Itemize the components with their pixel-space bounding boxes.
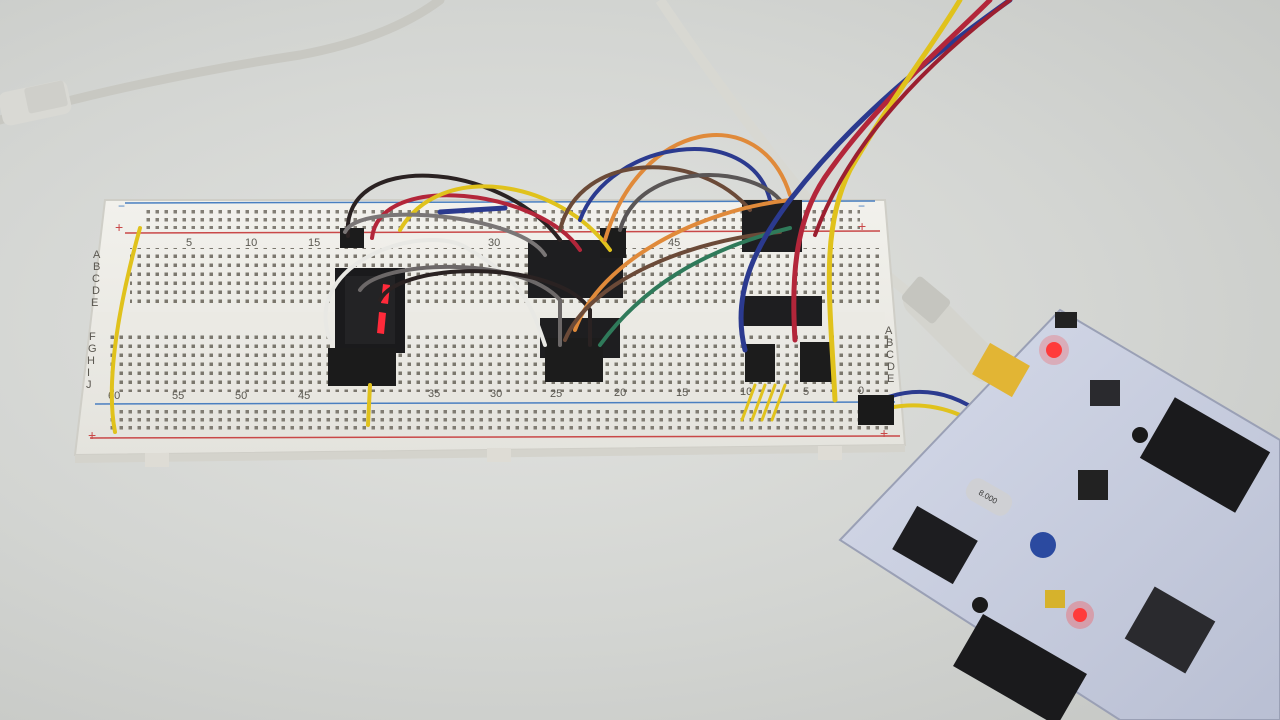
pin-header-left — [892, 505, 978, 585]
row-letter-right: B — [886, 337, 893, 349]
wire-blue — [738, 0, 1013, 353]
pin-header-right — [1139, 397, 1271, 513]
jumper-header — [745, 344, 775, 382]
col-number-bottom: 50 — [235, 390, 247, 402]
nucleo-dev-board: 8.000 — [838, 308, 1280, 720]
jumper-header — [800, 342, 834, 382]
wire-red — [813, 0, 1012, 237]
header-pins — [328, 348, 396, 386]
col-number-top: 5 — [186, 237, 192, 249]
capacitor — [1045, 590, 1065, 608]
ic-chip — [742, 296, 822, 326]
wire-black — [378, 269, 592, 347]
wire-green — [598, 226, 792, 347]
row-letter-left: B — [93, 261, 100, 273]
jumper-cap — [1055, 312, 1077, 328]
row-letter-left: G — [88, 343, 97, 355]
wire-gray — [358, 264, 562, 347]
mounting-hole — [1132, 427, 1148, 443]
usb-cable-mini — [901, 276, 1002, 382]
row-letter-left: J — [86, 379, 92, 391]
segment-c — [377, 312, 386, 334]
wire-brown — [558, 165, 752, 232]
col-number-bottom: 45 — [298, 390, 310, 402]
col-number-bottom: 15 — [676, 387, 688, 399]
rail-plus-label: + — [880, 425, 888, 441]
jumper-header — [545, 338, 603, 382]
wire-white — [323, 238, 547, 347]
wire-blue-small — [437, 205, 508, 215]
col-number-bottom: 35 — [428, 388, 440, 400]
crystal — [965, 478, 1013, 516]
mounting-hole — [972, 597, 988, 613]
rail-plus-label: + — [115, 219, 123, 235]
rail-minus-label: − — [118, 199, 125, 213]
status-led-glow — [1066, 601, 1094, 629]
microcontroller — [1124, 586, 1216, 674]
row-letter-left: F — [89, 331, 96, 343]
rail-plus-label: + — [858, 218, 866, 234]
wire-orange — [603, 133, 792, 242]
wire-brown — [563, 230, 782, 342]
usb-connector — [972, 342, 1030, 398]
user-button-blue — [1030, 532, 1056, 558]
col-number-bottom: 25 — [550, 388, 562, 400]
wire-blue — [578, 147, 772, 222]
row-letter-right: C — [886, 349, 894, 361]
col-number-bottom: 5 — [803, 386, 809, 398]
jumper-plug — [858, 395, 894, 425]
row-letter-left: C — [92, 273, 100, 285]
power-led-glow — [1039, 335, 1069, 365]
row-letter-left: D — [92, 285, 100, 297]
col-number-top: 30 — [488, 237, 500, 249]
col-number-bottom: 55 — [172, 390, 184, 402]
col-number-bottom: 30 — [490, 388, 502, 400]
wire-yellow — [109, 226, 142, 434]
rail-minus-label: − — [858, 199, 865, 213]
col-number-top: 45 — [668, 237, 680, 249]
row-letter-left: I — [87, 367, 90, 379]
rail-plus-label: + — [88, 427, 96, 443]
col-number-top: 15 — [308, 237, 320, 249]
usb-cable-top-left — [0, 0, 445, 126]
chip-small — [1090, 380, 1120, 406]
col-number-bottom: 10 — [740, 386, 752, 398]
wire-gray — [343, 212, 547, 257]
row-letter-left: E — [91, 297, 98, 309]
wire-gray — [618, 173, 782, 232]
power-led — [1046, 342, 1062, 358]
row-letter-right: A — [885, 325, 893, 337]
wire-red — [791, 0, 993, 343]
row-letter-right: D — [887, 361, 895, 373]
wire-yellow — [398, 184, 612, 252]
row-letter-left: H — [87, 355, 95, 367]
col-number-top: 10 — [245, 237, 257, 249]
wire-yellow — [366, 383, 372, 427]
reset-button — [1078, 470, 1108, 500]
col-number-bottom: 20 — [614, 387, 626, 399]
row-letter-left: A — [93, 249, 101, 261]
pin-header-bottom — [953, 614, 1087, 720]
status-led — [1073, 608, 1087, 622]
col-number-bottom: 0 — [858, 385, 864, 397]
wire-yellow — [740, 383, 787, 422]
wire-yellow — [826, 0, 963, 403]
row-letter-right: E — [887, 373, 894, 385]
